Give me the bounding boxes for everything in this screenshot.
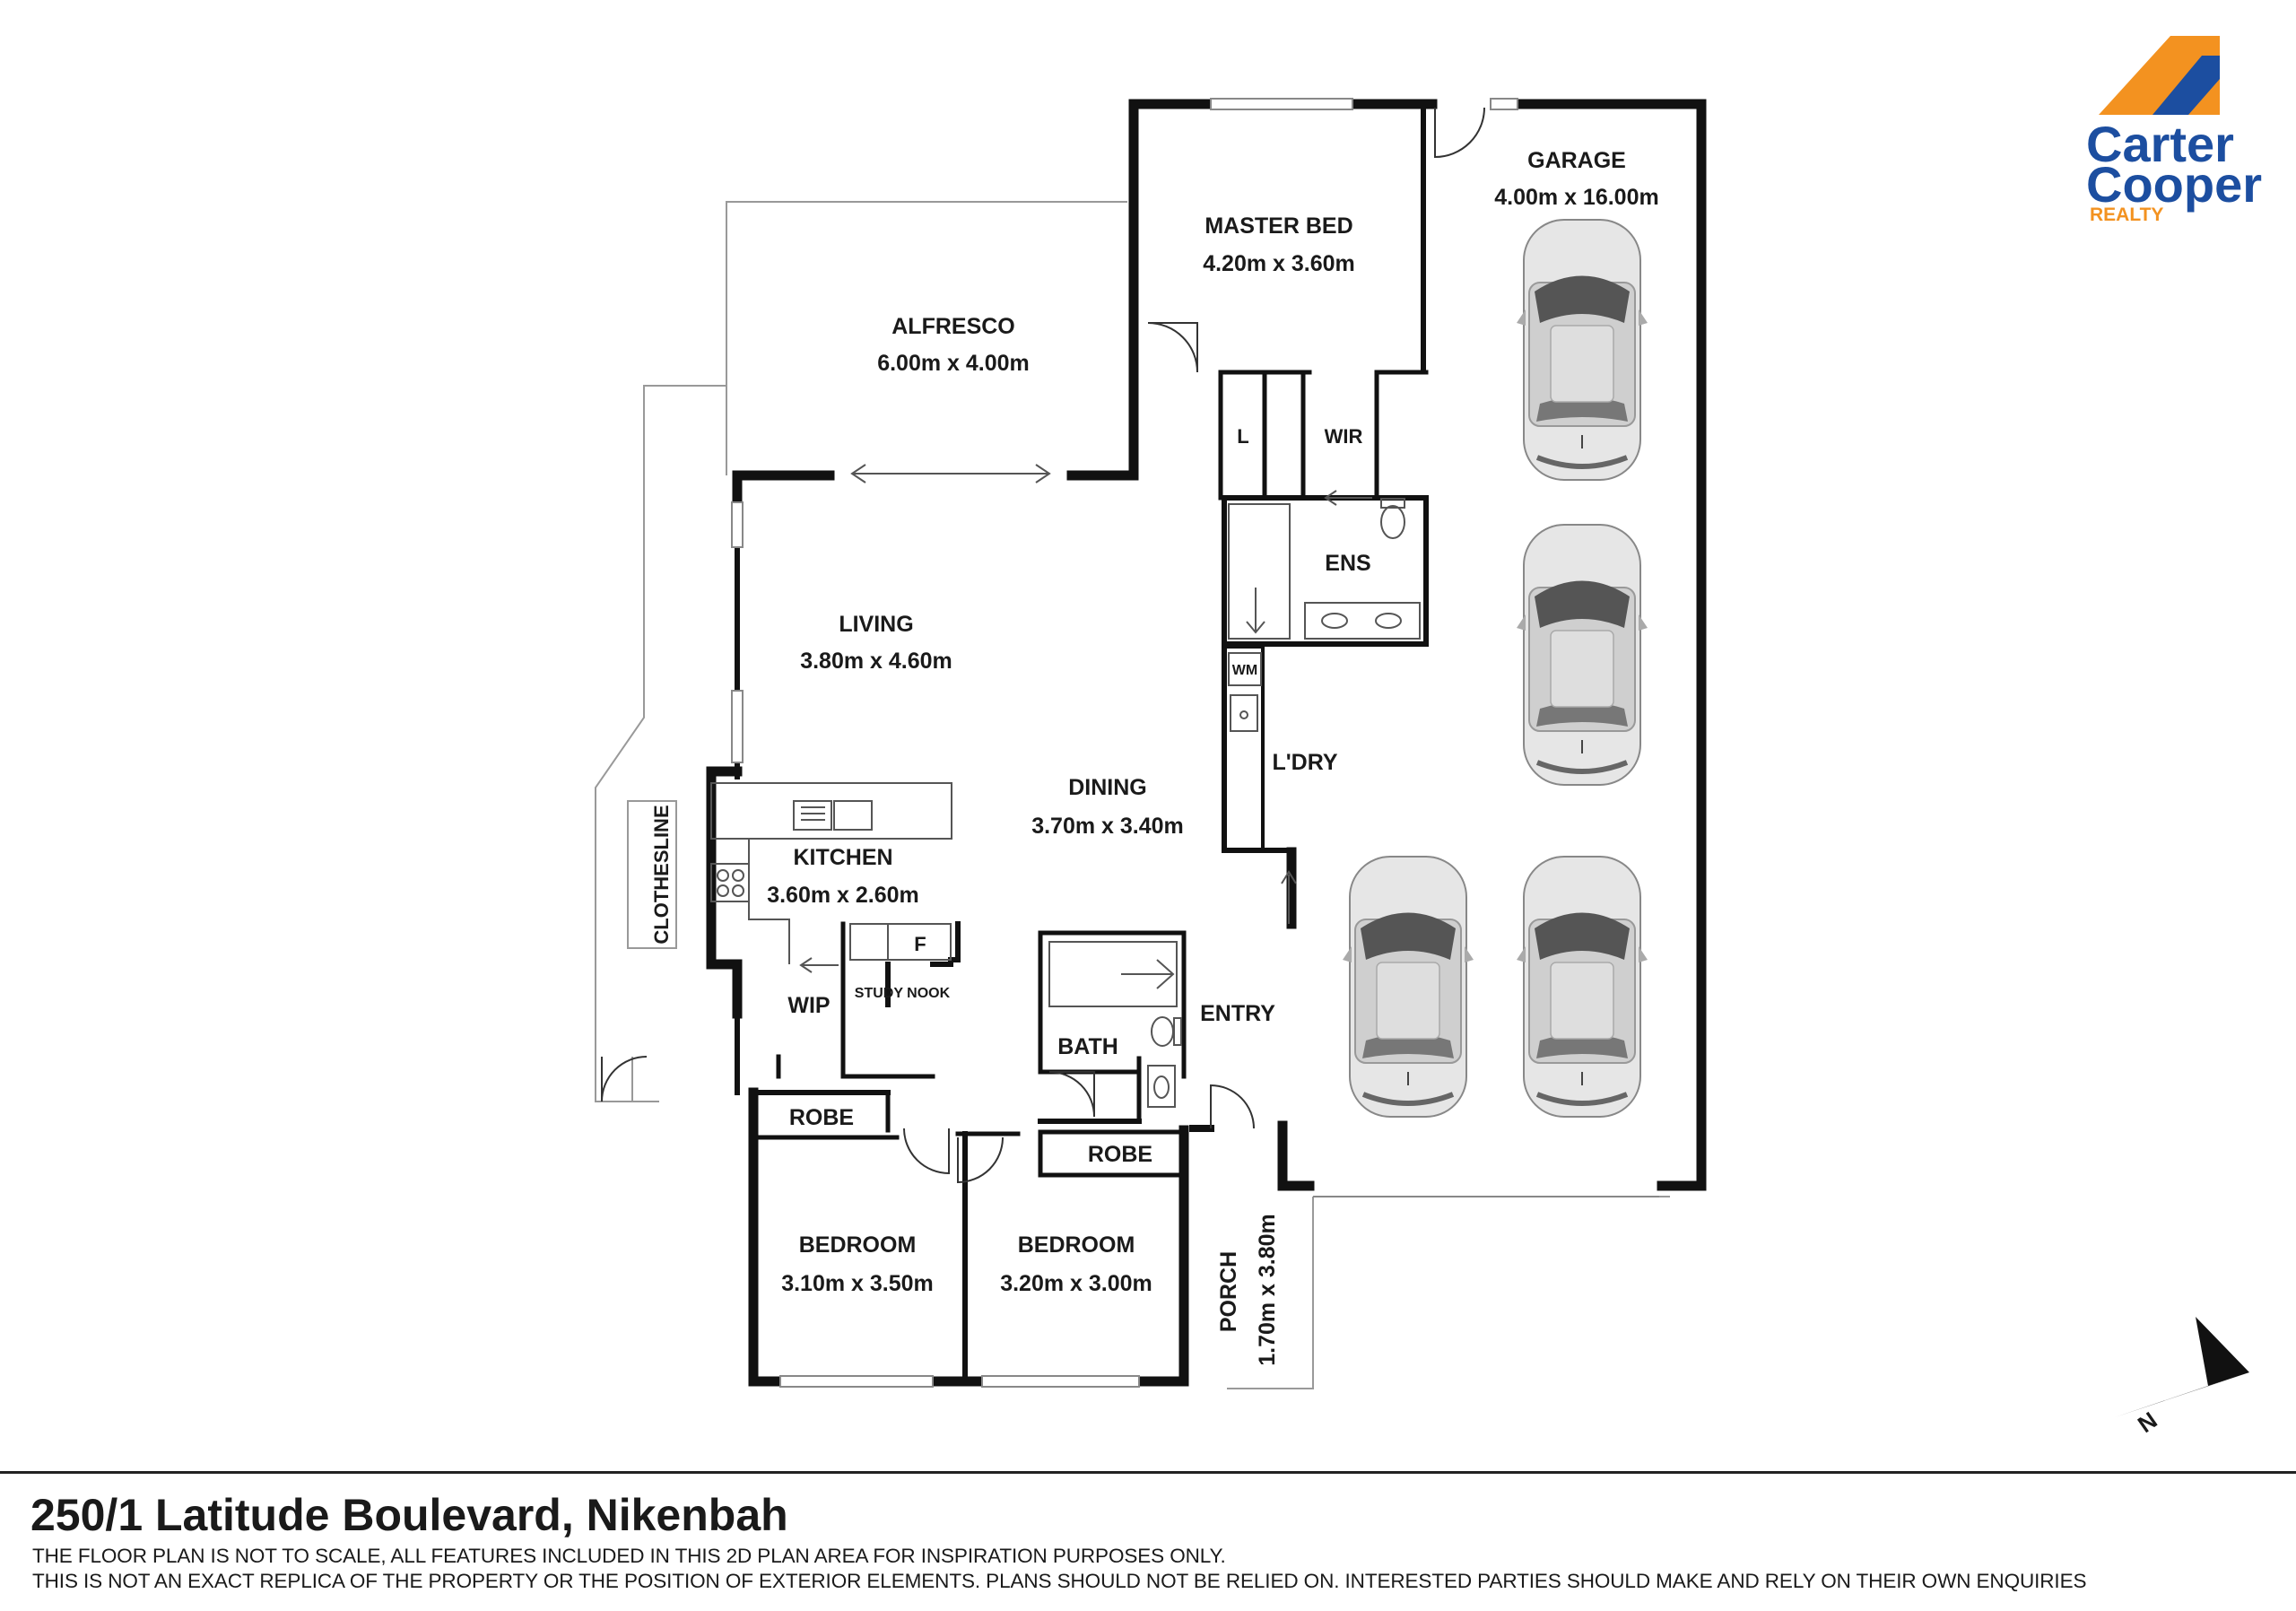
- laundry-label: L'DRY: [1272, 750, 1337, 775]
- doors: [601, 107, 1485, 1184]
- robe-1-label: ROBE: [789, 1105, 854, 1130]
- north-label: N: [2133, 1406, 2162, 1438]
- garage-dims: 4.00m x 16.00m: [1494, 185, 1658, 210]
- kitchen-label: KITCHEN: [793, 845, 892, 870]
- car-4: [1517, 857, 1648, 1117]
- living-label: LIVING: [839, 612, 913, 637]
- disclaimer-line-2: THIS IS NOT AN EXACT REPLICA OF THE PROP…: [32, 1570, 2087, 1592]
- fridge-label: F: [914, 933, 926, 955]
- carter-cooper-logo: Carter Cooper REALTY: [2086, 36, 2262, 225]
- alfresco-label: ALFRESCO: [891, 314, 1015, 339]
- fixtures: [710, 464, 1421, 1108]
- bedroom-2-label: BEDROOM: [1018, 1232, 1135, 1258]
- car-1: [1517, 220, 1648, 480]
- robe-2-label: ROBE: [1088, 1142, 1152, 1167]
- alfresco-dims: 6.00m x 4.00m: [877, 351, 1030, 376]
- windows: [731, 98, 1659, 1388]
- study-nook-label: STUDY NOOK: [855, 986, 951, 1001]
- linen-label: L: [1237, 425, 1248, 448]
- kitchen-dims: 3.60m x 2.60m: [767, 883, 919, 908]
- car-3: [1343, 857, 1474, 1117]
- logo-line-1: Carter: [2086, 116, 2234, 172]
- bath-label: BATH: [1057, 1034, 1118, 1059]
- bedroom-1-dims: 3.10m x 3.50m: [781, 1271, 934, 1296]
- porch-dims: 1.70m x 3.80m: [1255, 1214, 1280, 1366]
- logo-line-3: REALTY: [2090, 205, 2163, 225]
- clothesline-label: CLOTHESLINE: [650, 805, 673, 944]
- master-bed-label: MASTER BED: [1205, 213, 1352, 239]
- porch-label: PORCH: [1216, 1251, 1241, 1332]
- north-arrow: N: [2115, 1317, 2249, 1438]
- living-dims: 3.80m x 4.60m: [800, 649, 952, 674]
- dining-label: DINING: [1068, 775, 1147, 800]
- wm-label: WM: [1232, 663, 1257, 678]
- property-address: 250/1 Latitude Boulevard, Nikenbah: [30, 1490, 788, 1540]
- wir-label: WIR: [1325, 425, 1363, 448]
- master-bed-dims: 4.20m x 3.60m: [1203, 251, 1355, 276]
- wip-label: WIP: [787, 993, 830, 1018]
- logo-line-2: Cooper: [2086, 156, 2262, 213]
- bedroom-2-dims: 3.20m x 3.00m: [1000, 1271, 1152, 1296]
- garage-label: GARAGE: [1527, 148, 1626, 173]
- disclaimer-line-1: THE FLOOR PLAN IS NOT TO SCALE, ALL FEAT…: [32, 1545, 1226, 1567]
- dining-dims: 3.70m x 3.40m: [1031, 814, 1184, 839]
- car-2: [1517, 525, 1648, 785]
- bedroom-1-label: BEDROOM: [799, 1232, 917, 1258]
- footer: [0, 1471, 2296, 1611]
- ens-label: ENS: [1325, 551, 1370, 576]
- entry-label: ENTRY: [1200, 1001, 1275, 1026]
